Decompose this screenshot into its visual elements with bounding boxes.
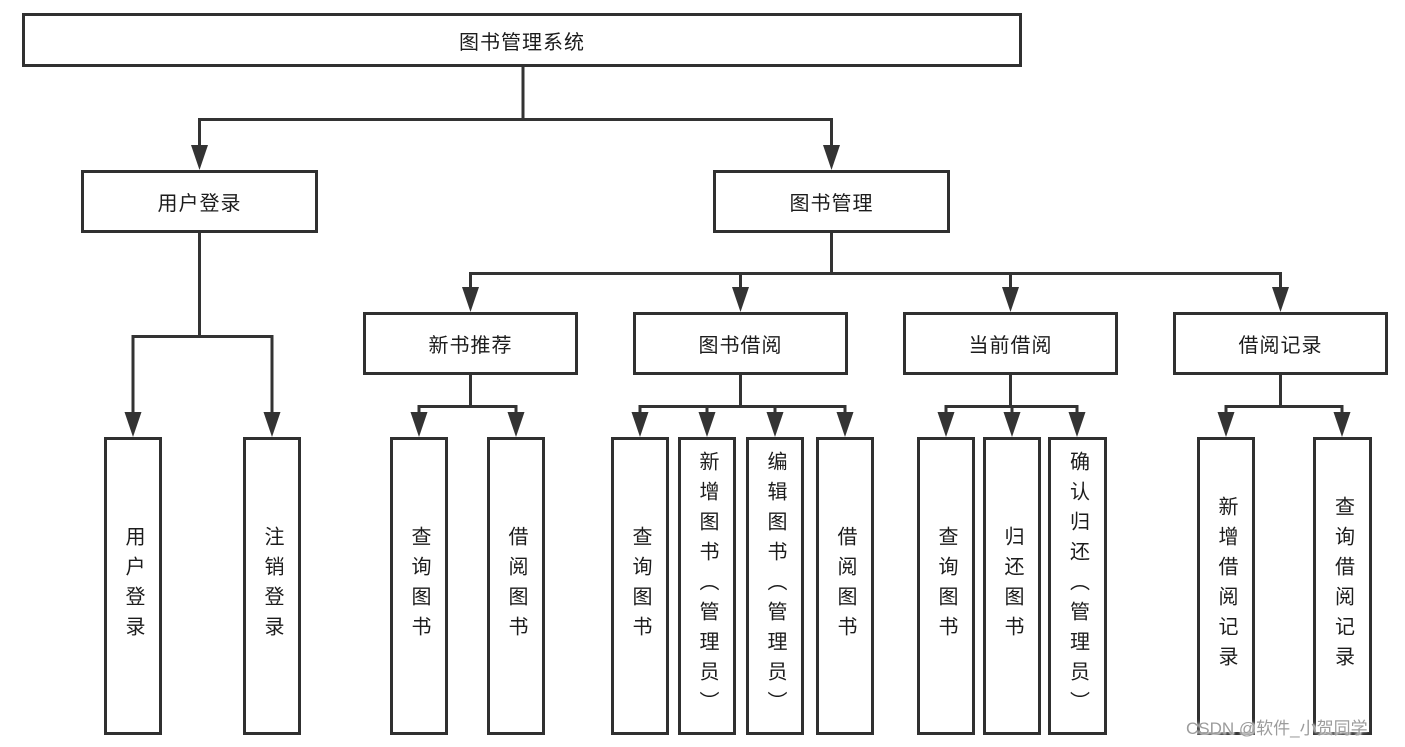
arrowhead-down-icon: [766, 412, 784, 437]
node-book-management: 图书管理: [713, 170, 950, 233]
arrowhead-down-icon: [1003, 412, 1021, 437]
arrowhead-down-icon: [1002, 287, 1019, 312]
arrowhead-down-icon: [124, 412, 142, 437]
leaf-return-book: 归还图书: [983, 437, 1041, 735]
leaf-query-borrow-record: 查询借阅记录: [1313, 437, 1372, 735]
leaf-edit-book-admin: 编辑图书（管理员）: [746, 437, 804, 735]
arrowhead-down-icon: [1272, 287, 1289, 312]
leaf-borrow-book-1: 借阅图书: [487, 437, 545, 735]
arrowhead-down-icon: [631, 412, 649, 437]
arrowhead-down-icon: [462, 287, 479, 312]
connector-line: [131, 233, 274, 413]
leaf-query-book-3: 查询图书: [917, 437, 975, 735]
leaf-confirm-return-admin: 确认归还（管理员）: [1048, 437, 1107, 735]
arrowhead-down-icon: [836, 412, 854, 437]
watermark: CSDN @软件_小贺同学: [1186, 719, 1368, 738]
node-borrow-record: 借阅记录: [1173, 312, 1388, 375]
leaf-query-book-1: 查询图书: [390, 437, 448, 735]
leaf-add-book-admin: 新增图书（管理员）: [678, 437, 736, 735]
arrowhead-down-icon: [823, 145, 840, 170]
arrowhead-down-icon: [1333, 412, 1351, 437]
connector-line: [638, 375, 847, 413]
arrowhead-down-icon: [1068, 412, 1086, 437]
arrowhead-down-icon: [191, 145, 208, 170]
connector-line: [469, 233, 1282, 288]
leaf-add-borrow-record: 新增借阅记录: [1197, 437, 1255, 735]
connector-line: [417, 375, 518, 413]
leaf-query-book-2: 查询图书: [611, 437, 669, 735]
arrowhead-down-icon: [410, 412, 428, 437]
connector-line: [198, 67, 833, 146]
arrowhead-down-icon: [507, 412, 525, 437]
node-user-login: 用户登录: [81, 170, 318, 233]
leaf-logout: 注销登录: [243, 437, 301, 735]
leaf-borrow-book-2: 借阅图书: [816, 437, 874, 735]
node-root: 图书管理系统: [22, 13, 1022, 67]
arrowhead-down-icon: [937, 412, 955, 437]
leaf-user-login: 用户登录: [104, 437, 162, 735]
arrowhead-down-icon: [1217, 412, 1235, 437]
node-new-book-recommend: 新书推荐: [363, 312, 578, 375]
arrowhead-down-icon: [698, 412, 716, 437]
connector-line: [944, 375, 1079, 413]
connector-line: [1224, 375, 1344, 413]
node-book-borrow: 图书借阅: [633, 312, 848, 375]
arrowhead-down-icon: [732, 287, 749, 312]
node-current-borrow: 当前借阅: [903, 312, 1118, 375]
arrowhead-down-icon: [263, 412, 281, 437]
